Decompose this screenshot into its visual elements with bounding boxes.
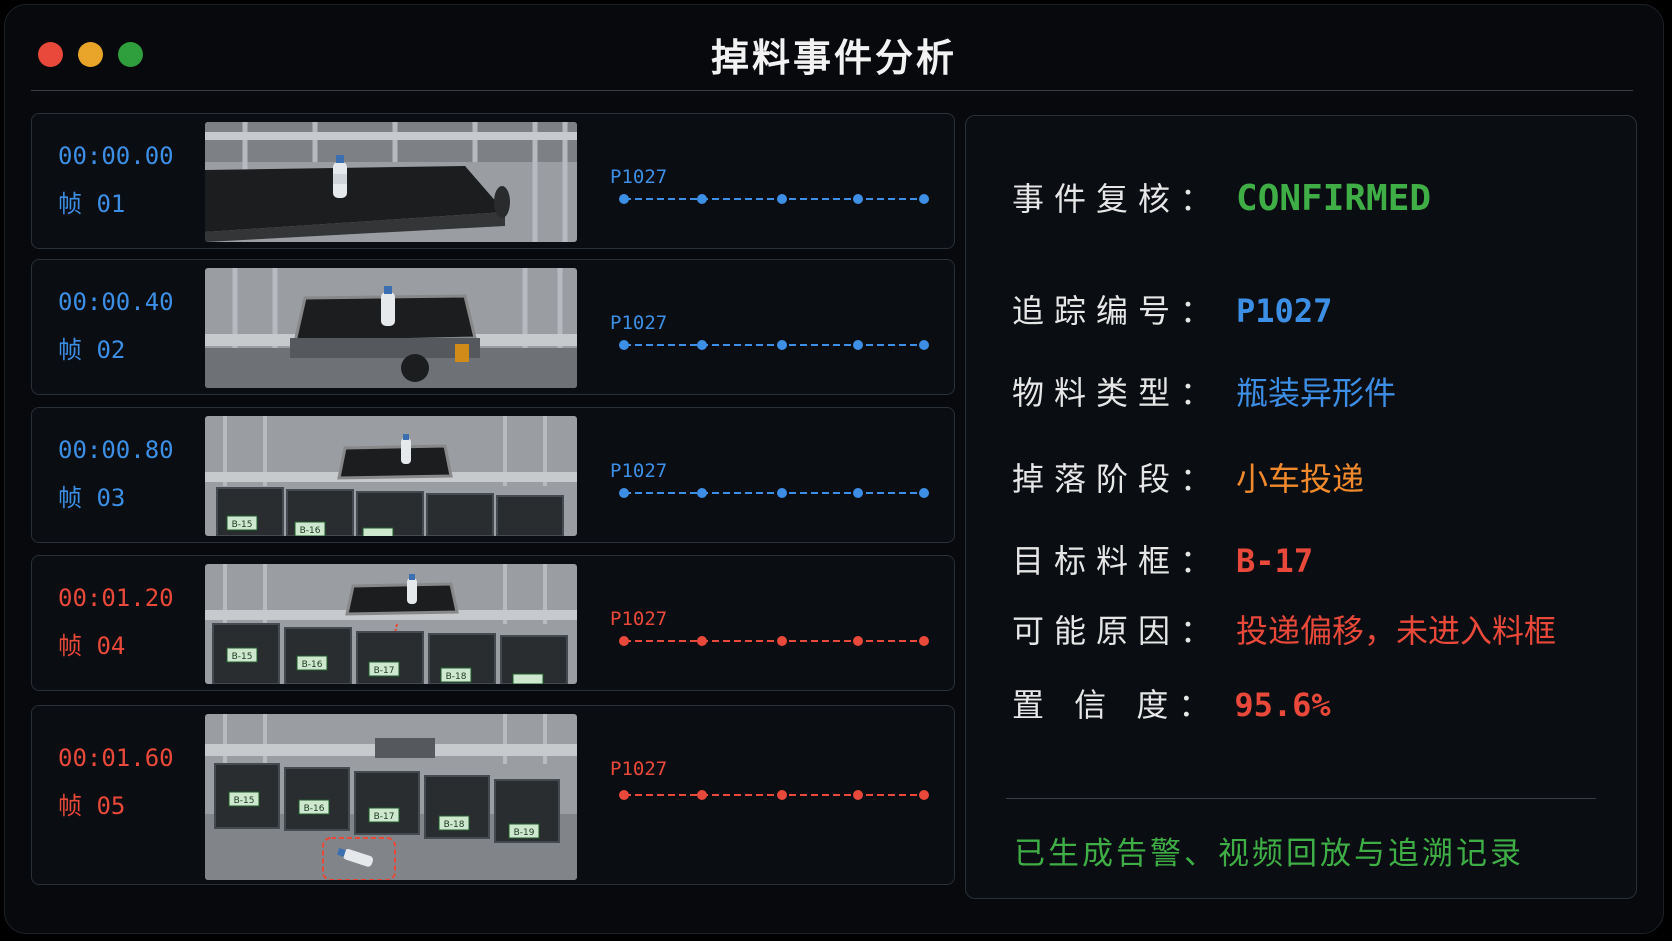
frame-timestamp: 00:01.20 [58, 584, 174, 612]
track-timeline [619, 636, 929, 646]
minimize-window-button[interactable] [78, 42, 103, 67]
track-id-label: 追踪编号： [1012, 292, 1223, 330]
bin-label: B-19 [514, 828, 535, 838]
title-divider [31, 90, 1633, 91]
title-bar: 掉料事件分析 [5, 5, 1663, 93]
bin-label: B-16 [300, 526, 321, 536]
track-timeline [619, 488, 929, 498]
bin-label: B-15 [232, 520, 253, 530]
material-type-label: 物料类型： [1012, 374, 1223, 412]
frame-thumbnail[interactable]: B-15 B-16 B-17 B-18 B-19 [205, 714, 577, 880]
bin-label: B-18 [444, 820, 465, 830]
frame-number: 帧 01 [58, 190, 126, 218]
frame-thumbnail[interactable]: B-15 B-16 [205, 416, 577, 536]
track-id-tag: P1027 [610, 166, 668, 188]
target-bin-row: 目标料框： B-17 [1012, 536, 1313, 582]
panel-divider [1006, 798, 1596, 799]
window-title: 掉料事件分析 [710, 36, 957, 80]
cause-value: 投递偏移，未进入料框 [1236, 612, 1557, 650]
bin-label: B-16 [302, 660, 323, 670]
frame-timestamp: 00:01.60 [58, 744, 174, 772]
frame-number: 帧 04 [58, 632, 126, 660]
bin-label: B-17 [374, 812, 395, 822]
track-id-tag: P1027 [610, 758, 668, 780]
close-window-button[interactable] [38, 42, 63, 67]
track-id-tag: P1027 [610, 460, 668, 482]
track-id-row: 追踪编号： P1027 [1012, 286, 1332, 332]
drop-stage-value: 小车投递 [1236, 460, 1365, 498]
maximize-window-button[interactable] [118, 42, 143, 67]
status-footer: 已生成告警、视频回放与追溯记录 [1014, 836, 1524, 872]
frame-number: 帧 02 [58, 336, 126, 364]
frame-number: 帧 05 [58, 792, 126, 820]
frame-timestamp: 00:00.40 [58, 288, 174, 316]
frame-timestamp: 00:00.00 [58, 142, 174, 170]
target-bin-label: 目标料框： [1012, 542, 1223, 580]
bin-label: B-15 [232, 652, 253, 662]
frame-row-02[interactable]: 00:00.40 帧 02 P1027 [31, 259, 955, 395]
frame-thumbnail[interactable]: B-15 B-16 B-17 B-18 [205, 564, 577, 684]
drop-stage-label: 掉落阶段： [1012, 460, 1223, 498]
review-label: 事件复核： [1012, 180, 1223, 218]
frame-thumbnail[interactable] [205, 268, 577, 388]
track-id-tag: P1027 [610, 312, 668, 334]
frame-timestamp: 00:00.80 [58, 436, 174, 464]
frame-row-03[interactable]: 00:00.80 帧 03 B-15 [31, 407, 955, 543]
confidence-label: 置 信 度： [1012, 686, 1221, 724]
track-id-value: P1027 [1236, 292, 1333, 330]
frame-number: 帧 03 [58, 484, 126, 512]
target-bin-value: B-17 [1236, 542, 1314, 580]
review-row: 事件复核： CONFIRMED [1012, 174, 1431, 220]
frame-row-01[interactable]: 00:00.00 帧 01 P1027 [31, 113, 955, 249]
frame-thumbnail[interactable] [205, 122, 577, 242]
track-timeline [619, 194, 929, 204]
track-id-tag: P1027 [610, 608, 668, 630]
material-type-row: 物料类型： 瓶装异形件 [1012, 368, 1396, 414]
frame-row-04[interactable]: 00:01.20 帧 04 [31, 555, 955, 691]
bin-label: B-16 [304, 804, 325, 814]
frame-row-05[interactable]: 00:01.60 帧 05 B-15 [31, 705, 955, 885]
material-type-value: 瓶装异形件 [1236, 374, 1397, 412]
confidence-value: 95.6% [1234, 686, 1331, 724]
cause-label: 可能原因： [1012, 612, 1223, 650]
bin-label: B-17 [374, 666, 395, 676]
track-timeline [619, 790, 929, 800]
bin-label: B-18 [446, 672, 467, 682]
app-window: 掉料事件分析 00:00.00 帧 01 [4, 4, 1664, 934]
track-timeline [619, 340, 929, 350]
review-status: CONFIRMED [1236, 178, 1432, 219]
confidence-row: 置 信 度： 95.6% [1012, 680, 1331, 726]
cause-row: 可能原因： 投递偏移，未进入料框 [1012, 606, 1556, 652]
event-detail-panel: 事件复核： CONFIRMED 追踪编号： P1027 物料类型： 瓶装异形件 掉落阶… [965, 115, 1637, 899]
drop-stage-row: 掉落阶段： 小车投递 [1012, 454, 1364, 500]
bin-label: B-15 [234, 796, 255, 806]
